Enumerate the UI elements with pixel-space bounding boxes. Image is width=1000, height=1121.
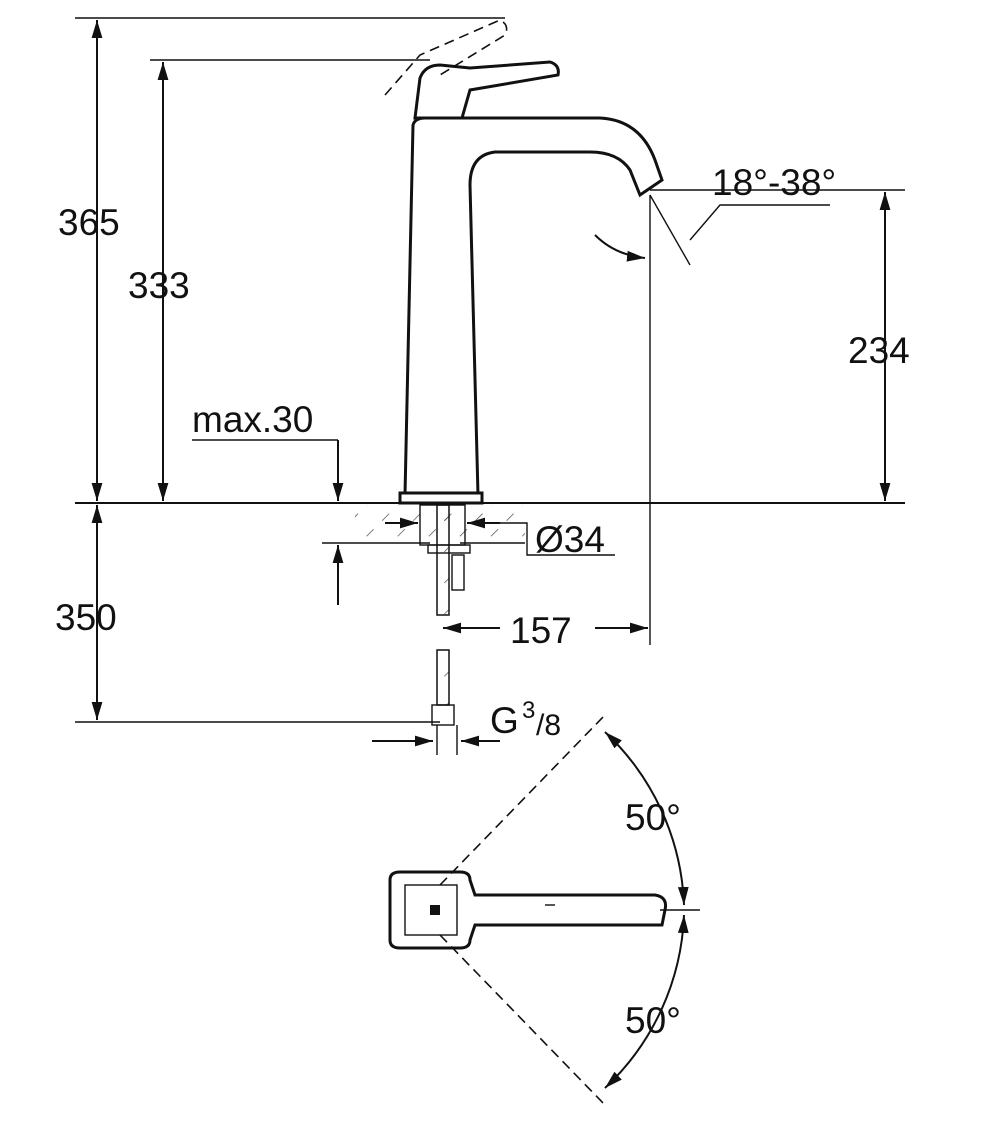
dim-max-counter: max.30 xyxy=(192,399,313,440)
dim-spout-height: 234 xyxy=(848,330,910,371)
dim-spout-angle: 18°-38° xyxy=(712,162,836,203)
faucet-top-view xyxy=(388,714,700,1106)
dim-below-counter: 350 xyxy=(55,597,117,638)
dim-hole-diameter: Ø34 xyxy=(535,519,605,560)
connection-g: G xyxy=(490,700,519,741)
dim-connection: G 3 /8 xyxy=(490,697,561,742)
dim-projection: 157 xyxy=(510,610,572,651)
dim-lever-height: 333 xyxy=(128,265,190,306)
dim-lever-angle-up: 50° xyxy=(625,797,681,838)
dim-lever-angle-down: 50° xyxy=(625,1000,681,1041)
dim-total-height: 365 xyxy=(58,202,120,243)
dimension-lines xyxy=(75,17,905,747)
faucet-side-view xyxy=(384,19,664,755)
connection-numerator: 3 xyxy=(522,697,535,724)
connection-denominator: /8 xyxy=(536,709,561,742)
